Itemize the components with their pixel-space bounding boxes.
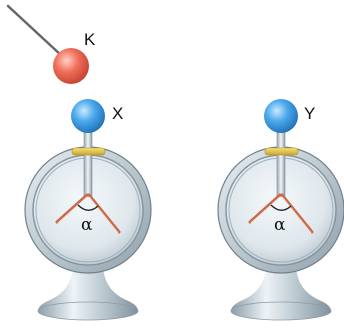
angle-alpha: α: [274, 215, 286, 235]
leaf-right: [280, 193, 314, 234]
electroscope-x: α X: [24, 99, 152, 321]
electroscope-ball-x: [71, 99, 105, 133]
leaf-left: [248, 193, 282, 224]
electroscope-base: [38, 266, 138, 311]
label-x: X: [112, 104, 123, 123]
base-plate: [37, 301, 139, 321]
charged-rod-k: K: [6, 4, 96, 84]
metal-stem: [276, 129, 286, 197]
leaf-left-highlight: [250, 196, 281, 224]
insulating-rod: [6, 4, 64, 58]
angle-alpha: α: [81, 215, 93, 235]
label-y: Y: [304, 104, 315, 123]
rod-ball-k: [53, 48, 89, 84]
leaf-right-highlight: [281, 196, 312, 234]
leaf-left-highlight: [57, 196, 88, 224]
insulating-collar: [71, 147, 106, 156]
label-k: K: [84, 30, 96, 49]
angle-arc: [77, 204, 99, 211]
angle-arc: [270, 204, 292, 211]
leaf-right-highlight: [88, 196, 119, 234]
electroscope-y: α Y: [217, 99, 344, 321]
leaf-left: [55, 193, 89, 224]
base-plate: [230, 301, 332, 321]
leaf-right: [87, 193, 121, 234]
metal-stem: [83, 129, 93, 197]
electroscope-ball-y: [264, 99, 298, 133]
electroscope-base: [231, 266, 331, 311]
insulating-collar: [264, 147, 299, 156]
